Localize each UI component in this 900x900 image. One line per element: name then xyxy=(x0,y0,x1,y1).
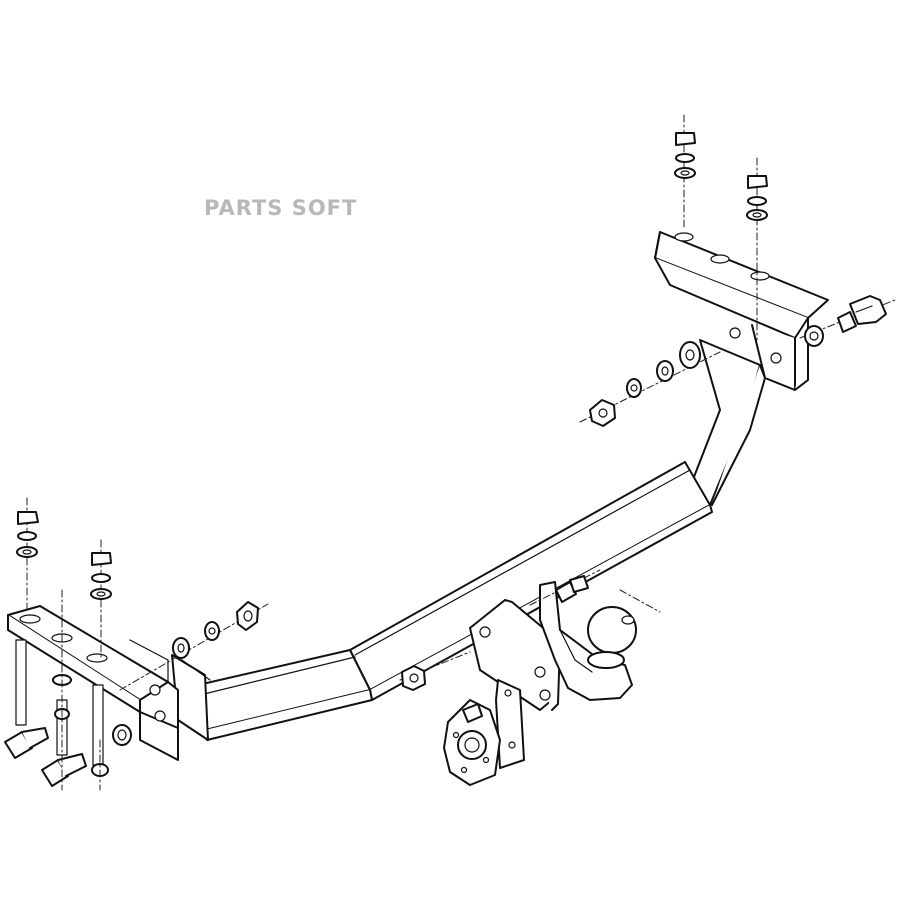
left-bolt-2 xyxy=(41,753,87,787)
left-axis-lines xyxy=(61,589,101,791)
main-cross-beam xyxy=(171,339,766,741)
beam-mid-fasteners xyxy=(119,601,269,691)
left-stack-nuts-1 xyxy=(16,497,39,611)
tow-ball-mount-plate xyxy=(469,599,561,711)
right-mounting-bracket xyxy=(654,231,829,391)
tow-ball-axis-lines xyxy=(399,589,661,691)
electric-socket-plate xyxy=(443,679,525,786)
left-bolt-1 xyxy=(4,727,49,759)
watermark-text: PARTS SOFT xyxy=(204,196,358,220)
tow-ball xyxy=(587,606,637,669)
tow-ball-neck xyxy=(539,581,633,701)
right-top-stack-1 xyxy=(674,114,696,231)
right-lower-fasteners xyxy=(579,341,721,427)
left-stack-nuts-2 xyxy=(90,539,112,661)
left-mounting-bracket xyxy=(7,605,179,761)
tow-ball-bolt xyxy=(529,569,601,606)
right-top-stack-2 xyxy=(746,157,768,341)
right-side-bolt xyxy=(799,295,896,347)
